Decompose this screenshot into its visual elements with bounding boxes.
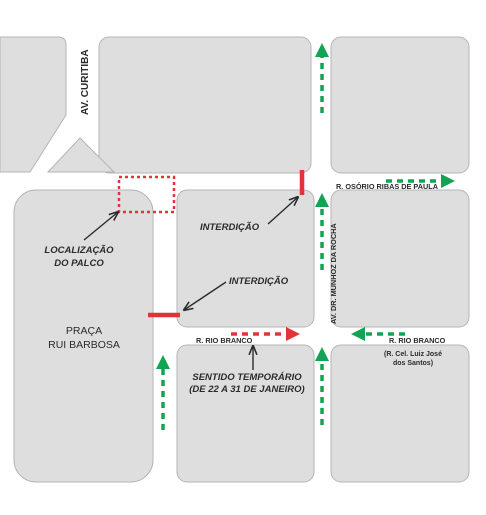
block-top-right <box>330 36 470 174</box>
place-label-rui-barbosa: RUI BARBOSA <box>48 339 120 351</box>
block-praca <box>13 189 154 483</box>
street-label-osorio: R. OSÓRIO RIBAS DE PAULA <box>336 182 439 191</box>
callout-interdiction-mid <box>184 281 227 310</box>
block-right-bottom <box>330 344 470 483</box>
street-label-munhoz: AV. DR. MUNHOZ DA ROCHA <box>329 223 338 324</box>
callout-lines <box>83 197 298 370</box>
block-top-left <box>0 36 67 173</box>
block-center <box>176 189 315 328</box>
block-center-bottom <box>176 344 315 483</box>
street-label-rio-branco-alt-2: dos Santos) <box>393 360 433 367</box>
annotation-palco-2: DO PALCO <box>54 258 104 269</box>
callout-interdiction-top <box>267 197 298 225</box>
street-label-rio-branco-right: R. RIO BRANCO <box>389 336 446 345</box>
city-blocks <box>0 36 470 483</box>
callout-stage <box>83 212 118 241</box>
street-label-curitiba: AV. CURITIBA <box>80 49 91 115</box>
flow-arrows-green <box>156 43 455 430</box>
annotation-sentido-2: (DE 22 A 31 DE JANEIRO) <box>189 384 304 395</box>
street-label-rio-branco-left: R. RIO BRANCO <box>196 336 253 345</box>
block-triangle <box>46 137 116 173</box>
place-label-praca: PRAÇA <box>66 325 102 337</box>
annotation-palco-1: LOCALIZAÇÃO <box>44 245 114 256</box>
annotation-interdicao-top: INTERDIÇÃO <box>200 222 260 233</box>
block-right-middle <box>330 189 470 328</box>
annotation-sentido-1: SENTIDO TEMPORÁRIO <box>192 372 302 383</box>
block-top-center <box>98 36 312 174</box>
street-label-rio-branco-alt-1: (R. Cel. Luiz José <box>384 351 442 358</box>
stage-location-marker <box>117 175 176 214</box>
annotation-interdicao-mid: INTERDIÇÃO <box>229 276 289 287</box>
